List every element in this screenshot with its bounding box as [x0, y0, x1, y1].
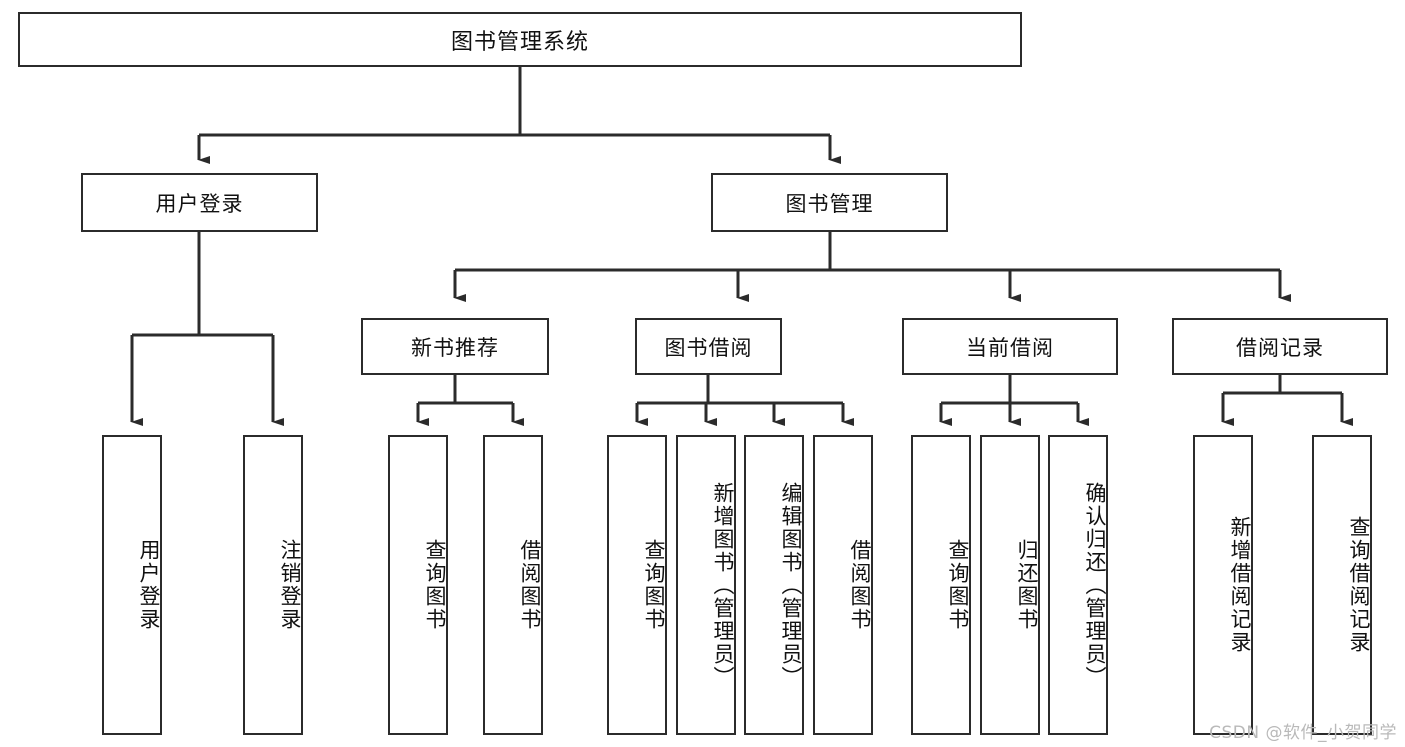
- node-root-system[interactable]: 图书管理系统: [18, 12, 1022, 67]
- leaf-records-add[interactable]: 新增借阅记录: [1193, 435, 1253, 735]
- leaf-new-book-query[interactable]: 查询图书: [388, 435, 448, 735]
- leaf-borrow-edit-book[interactable]: 编辑图书（管理员）: [744, 435, 804, 735]
- node-label: 查询图书: [642, 539, 666, 631]
- leaf-user-login-logout[interactable]: 注销登录: [243, 435, 303, 735]
- node-label: 图书借阅: [664, 335, 753, 360]
- node-label: 编辑图书（管理员）: [779, 481, 803, 689]
- node-label: 新书推荐: [411, 335, 499, 360]
- leaf-user-login-login[interactable]: 用户登录: [102, 435, 162, 735]
- node-borrow-records[interactable]: 借阅记录: [1172, 318, 1388, 375]
- node-label: 借阅图书: [518, 539, 542, 631]
- node-label: 新增图书（管理员）: [711, 481, 735, 689]
- node-label: 注销登录: [278, 539, 302, 631]
- node-new-book-recommend[interactable]: 新书推荐: [361, 318, 549, 375]
- node-label: 借阅记录: [1236, 335, 1324, 360]
- node-user-login[interactable]: 用户登录: [81, 173, 318, 232]
- watermark: CSDN @软件_小贺同学: [1209, 723, 1397, 743]
- node-current-borrow[interactable]: 当前借阅: [902, 318, 1118, 375]
- leaf-records-query[interactable]: 查询借阅记录: [1312, 435, 1372, 735]
- leaf-borrow-borrow-book[interactable]: 借阅图书: [813, 435, 873, 735]
- node-label: 新增借阅记录: [1228, 516, 1252, 654]
- leaf-current-confirm-return[interactable]: 确认归还（管理员）: [1048, 435, 1108, 735]
- leaf-borrow-query[interactable]: 查询图书: [607, 435, 667, 735]
- node-label: 图书管理: [785, 191, 874, 216]
- leaf-borrow-add-book[interactable]: 新增图书（管理员）: [676, 435, 736, 735]
- node-book-borrow[interactable]: 图书借阅: [635, 318, 782, 375]
- node-label: 归还图书: [1015, 539, 1039, 631]
- node-label: 查询图书: [946, 539, 970, 631]
- leaf-new-book-borrow[interactable]: 借阅图书: [483, 435, 543, 735]
- leaf-current-return[interactable]: 归还图书: [980, 435, 1040, 735]
- node-label: 确认归还（管理员）: [1083, 481, 1107, 689]
- node-label: 借阅图书: [848, 539, 872, 631]
- leaf-current-query[interactable]: 查询图书: [911, 435, 971, 735]
- node-book-management[interactable]: 图书管理: [711, 173, 948, 232]
- node-label: 查询借阅记录: [1347, 516, 1371, 654]
- node-label: 用户登录: [155, 191, 244, 216]
- node-label: 用户登录: [137, 539, 161, 631]
- node-label: 图书管理系统: [450, 29, 589, 55]
- node-label: 当前借阅: [966, 335, 1054, 360]
- node-label: 查询图书: [423, 539, 447, 631]
